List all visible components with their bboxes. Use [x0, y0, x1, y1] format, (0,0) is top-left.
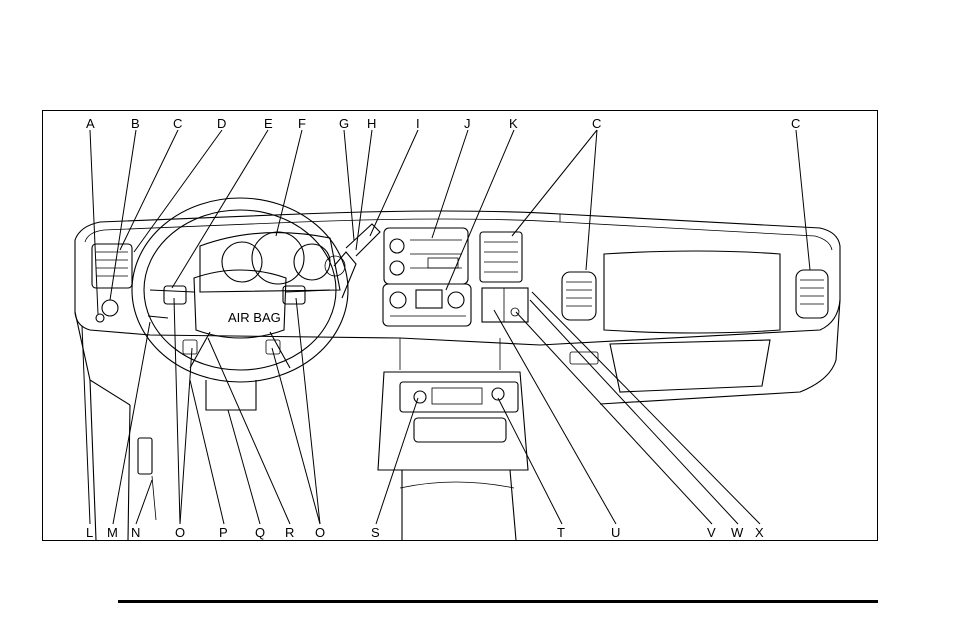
radio	[383, 227, 469, 285]
top-callouts: A B C D E F G H I J K C C	[86, 116, 800, 131]
leader-lines-top	[89, 129, 811, 315]
callout-B: B	[131, 116, 140, 131]
callout-E: E	[264, 116, 273, 131]
callout-G: G	[339, 116, 349, 131]
callout-V: V	[707, 525, 716, 540]
footer-rule	[118, 600, 878, 603]
callout-X: X	[755, 525, 764, 540]
steering-wheel: AIR BAG	[131, 197, 349, 383]
climate-control	[382, 283, 472, 327]
callout-U: U	[611, 525, 620, 540]
center-console	[377, 338, 529, 541]
bottom-callouts: L M N O P Q R O S T U V W X	[86, 525, 764, 540]
switch-bank	[481, 287, 529, 323]
callout-D: D	[217, 116, 226, 131]
airbag-label: AIR BAG	[228, 310, 281, 325]
leader-lines-bottom	[81, 291, 761, 525]
instrument-cluster	[199, 231, 346, 293]
callout-R: R	[285, 525, 294, 540]
callout-F: F	[298, 116, 306, 131]
center-vent	[479, 231, 523, 283]
callout-H: H	[367, 116, 376, 131]
figure-frame	[42, 110, 878, 541]
callout-O: O	[175, 525, 185, 540]
callout-S: S	[371, 525, 380, 540]
callout-J: J	[464, 116, 471, 131]
column-controls	[333, 223, 381, 299]
callout-C: C	[173, 116, 182, 131]
passenger-vent-inner	[561, 271, 597, 321]
callout-N: N	[131, 525, 140, 540]
passenger-vent-outer	[795, 269, 829, 319]
glove-box	[569, 250, 781, 393]
callout-K: K	[509, 116, 518, 131]
callout-T: T	[557, 525, 565, 540]
callout-A: A	[86, 116, 95, 131]
callout-W: W	[731, 525, 744, 540]
callout-C-3: C	[791, 116, 800, 131]
callout-M: M	[107, 525, 118, 540]
callout-I: I	[416, 116, 420, 131]
callout-Q: Q	[255, 525, 265, 540]
steering-column	[137, 315, 257, 475]
callout-P: P	[219, 525, 228, 540]
callout-O-2: O	[315, 525, 325, 540]
left-floor-lines	[89, 379, 157, 541]
callout-L: L	[86, 525, 93, 540]
callout-C-2: C	[592, 116, 601, 131]
